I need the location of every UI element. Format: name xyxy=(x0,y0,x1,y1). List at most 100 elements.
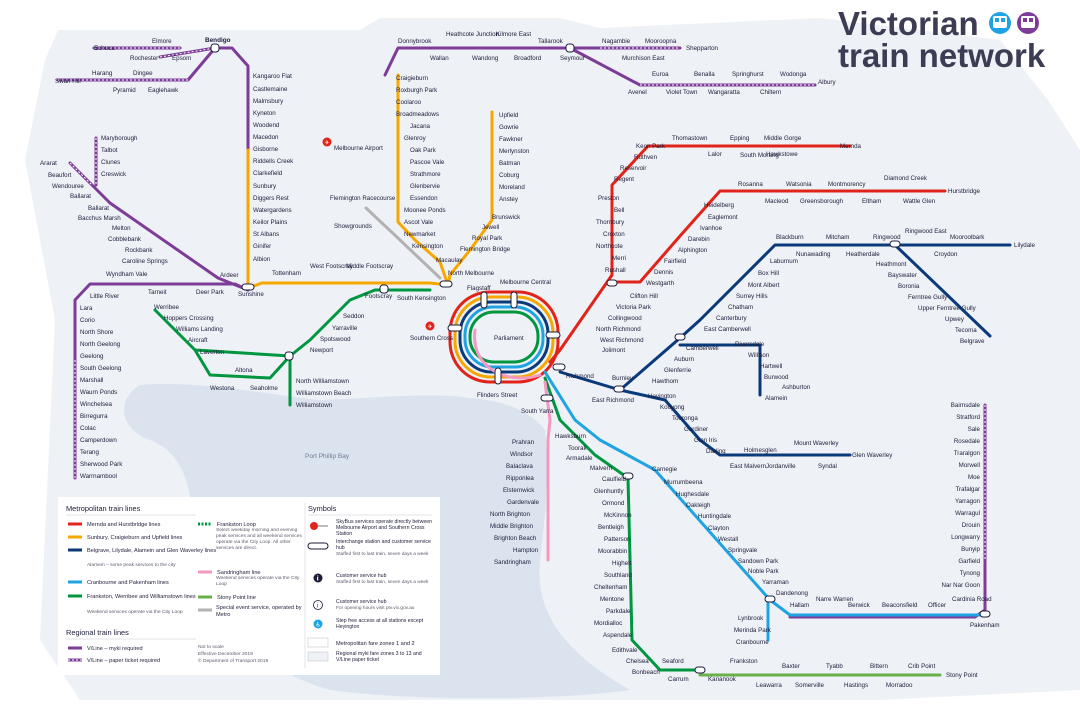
station-riddells-creek: Riddells Creek xyxy=(253,158,294,165)
station-heathcote-junction: Heathcote Junction xyxy=(446,31,500,38)
station-mooroolbark: Mooroolbark xyxy=(950,234,985,241)
station-surrey-hills: Surrey Hills xyxy=(736,293,768,300)
station-chiltern: Chiltern xyxy=(760,89,782,96)
station-creswick: Creswick xyxy=(101,171,127,178)
station-hartwell: Hartwell xyxy=(760,363,782,370)
interchange-north-melbourne xyxy=(439,280,453,288)
station-coburg: Coburg xyxy=(499,172,520,179)
station-shepparton: Shepparton xyxy=(686,45,719,52)
map-title: Victorian train network xyxy=(838,5,1046,74)
station-darling: Darling xyxy=(706,448,726,455)
station-merinda-park: Merinda Park xyxy=(734,627,772,634)
station-upper-ferntree-gully: Upper Ferntree Gully xyxy=(918,305,977,312)
station-bonbeach: Bonbeach xyxy=(632,669,660,676)
step-free-access-icon xyxy=(313,619,323,629)
station-sale: Sale xyxy=(968,426,981,433)
legend-symbols-heading: Symbols xyxy=(308,504,337,513)
station-pascoe-vale: Pascoe Vale xyxy=(410,159,445,166)
station-seaford: Seaford xyxy=(662,658,684,665)
station-garfield: Garfield xyxy=(958,558,980,565)
legend-footer-2: Effective December 2019 xyxy=(198,651,253,657)
station-bunyip: Bunyip xyxy=(961,546,980,553)
station-euroa: Euroa xyxy=(652,71,669,78)
station-strathmore: Strathmore xyxy=(410,171,441,178)
station-gowrie: Gowrie xyxy=(499,124,519,131)
station-benalla: Benalla xyxy=(694,71,715,78)
legend-box xyxy=(58,497,440,675)
interchange-dandenong xyxy=(764,595,776,603)
station-murrumbeena: Murrumbeena xyxy=(664,479,703,486)
station-mentone: Mentone xyxy=(600,596,625,603)
station-gardiner: Gardiner xyxy=(684,426,708,433)
station-melton: Melton xyxy=(112,225,131,232)
station-lalor: Lalor xyxy=(708,151,722,158)
station-southern-cross: Southern Cross xyxy=(410,335,453,342)
station-jolimont: Jolimont xyxy=(602,347,625,354)
station-castlemaine: Castlemaine xyxy=(253,86,288,93)
metro-lines xyxy=(153,73,1012,677)
station-roxburgh-park: Roxburgh Park xyxy=(396,87,438,94)
station-burnley: Burnley xyxy=(612,375,634,382)
station-leawarra: Leawarra xyxy=(756,682,782,689)
svg-text:Sandringham line: Sandringham line xyxy=(217,570,261,576)
station-jacana: Jacana xyxy=(410,123,431,130)
station-holmesglen: Holmesglen xyxy=(744,447,777,454)
interchange-richmond xyxy=(552,363,566,371)
station-ivanhoe: Ivanhoe xyxy=(700,225,723,232)
svg-text:Stony Point line: Stony Point line xyxy=(217,595,256,601)
interchange-flagstaff xyxy=(480,291,488,309)
station-tecoma: Tecoma xyxy=(955,327,977,334)
legend-frankston-loop-note: Select weekday morning and evening peak … xyxy=(216,528,302,551)
station-north-richmond: North Richmond xyxy=(596,326,641,333)
station-diamond-creek: Diamond Creek xyxy=(884,175,928,182)
station-wendouree: Wendouree xyxy=(52,183,84,190)
station-glenroy: Glenroy xyxy=(404,135,427,142)
station-bell: Bell xyxy=(614,207,624,214)
station-boronia: Boronia xyxy=(898,283,920,290)
vline-train-icon xyxy=(1017,12,1039,34)
station-royal-park: Royal Park xyxy=(472,235,503,242)
station-wandong: Wandong xyxy=(472,55,499,62)
legend-customer-hub: i Customer service hub Staffed first to … xyxy=(313,573,428,585)
svg-text:Alamein – some peak services t: Alamein – some peak services to the city xyxy=(87,562,176,568)
mernda-line xyxy=(548,144,852,364)
station-keon-park: Keon Park xyxy=(636,143,666,150)
station-watsonia: Watsonia xyxy=(786,181,812,188)
station-labels: Echuca Elmore Rochester Bendigo Epsom Ha… xyxy=(40,31,1036,689)
station-ormond: Ormond xyxy=(602,500,625,507)
station-dennis: Dennis xyxy=(654,269,673,276)
station-syndal: Syndal xyxy=(818,463,837,470)
station-fairfield: Fairfield xyxy=(664,258,687,265)
station-lara: Lara xyxy=(80,305,93,312)
station-hastings: Hastings xyxy=(844,682,868,689)
station-south-kensington: South Kensington xyxy=(397,295,446,302)
station-rushall: Rushall xyxy=(605,267,626,274)
station-newport: Newport xyxy=(310,347,333,354)
station-winchelsea: Winchelsea xyxy=(80,401,113,408)
station-coolaroo: Coolaroo xyxy=(396,99,422,106)
city-loop-pink xyxy=(473,328,542,380)
station-north-shore: North Shore xyxy=(80,329,114,336)
station-beaufort: Beaufort xyxy=(48,172,72,179)
station-avenel: Avenel xyxy=(628,89,647,96)
station-glenferrie: Glenferrie xyxy=(664,367,692,374)
station-east-malvern: East Malvern xyxy=(730,463,767,470)
station-pyramid: Pyramid xyxy=(113,87,136,94)
interchange-melbourne-central xyxy=(510,291,518,309)
station-bayswater: Bayswater xyxy=(888,272,917,279)
lilydale-line xyxy=(558,243,1012,392)
station-kensington: Kensington xyxy=(412,243,444,250)
interchange-seymour xyxy=(565,43,575,53)
svg-text:i: i xyxy=(317,603,319,610)
station-bacchus-marsh: Bacchus Marsh xyxy=(78,215,121,222)
station-east-richmond: East Richmond xyxy=(592,397,635,404)
station-geelong: Geelong xyxy=(80,353,104,360)
station-traralgon: Traralgon xyxy=(954,450,981,457)
interchange-southern-cross xyxy=(447,324,463,332)
legend-zone-1-2: Metropolitan fare zones 1 and 2 xyxy=(307,637,415,648)
station-north-williamstown: North Williamstown xyxy=(296,378,350,385)
station-mernda: Mernda xyxy=(840,143,862,150)
station-regent: Regent xyxy=(614,176,634,183)
station-drouin: Drouin xyxy=(962,522,981,529)
station-jordanville: Jordanville xyxy=(766,463,796,470)
